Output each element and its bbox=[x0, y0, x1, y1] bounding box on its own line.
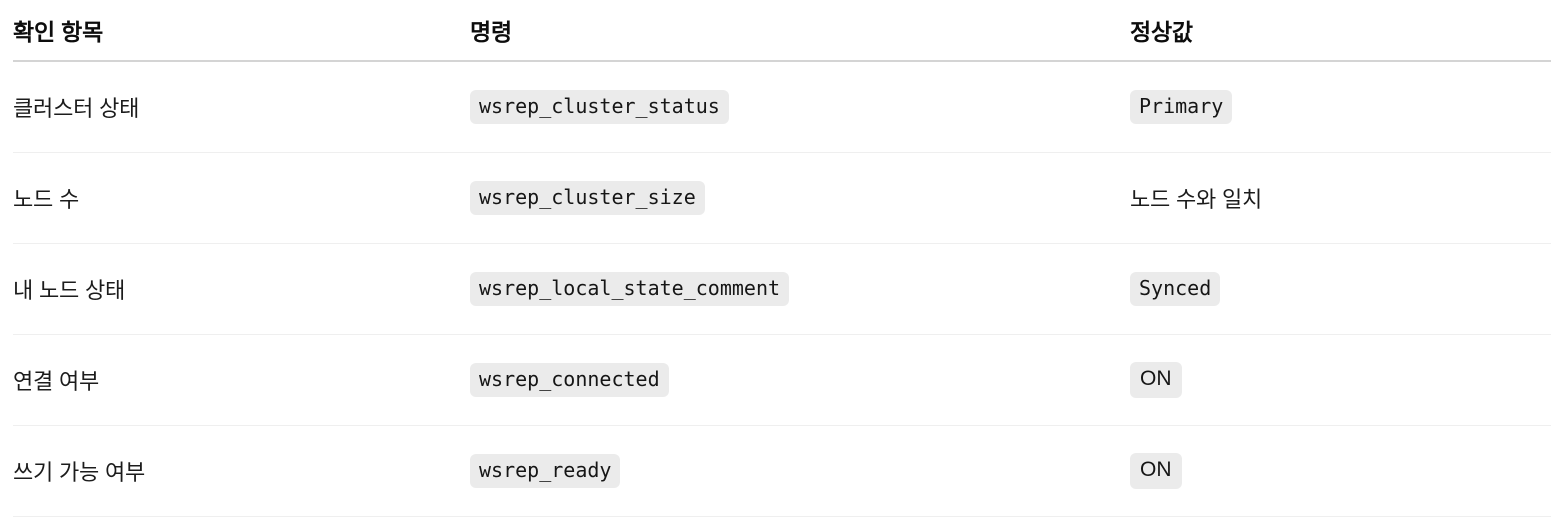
check-item-label: 클러스터 상태 bbox=[13, 96, 140, 121]
normal-value-code-chip: Synced bbox=[1130, 272, 1221, 306]
column-header-command: 명령 bbox=[470, 0, 1130, 62]
table-row: 쓰기 가능 여부 wsrep_ready ON bbox=[13, 425, 1551, 517]
cell-command: wsrep_ready bbox=[470, 425, 1130, 517]
cell-normal-value: ON bbox=[1130, 334, 1551, 426]
cell-check-item: 내 노드 상태 bbox=[13, 243, 470, 335]
column-header-command-label: 명령 bbox=[470, 19, 512, 45]
table-body: 클러스터 상태 wsrep_cluster_status Primary 노드 수 ws… bbox=[13, 61, 1551, 517]
column-header-item-label: 확인 항목 bbox=[13, 19, 104, 45]
command-code-chip: wsrep_connected bbox=[470, 363, 669, 397]
cell-command: wsrep_connected bbox=[470, 334, 1130, 426]
command-code-chip: wsrep_ready bbox=[470, 454, 621, 488]
cell-command: wsrep_cluster_status bbox=[470, 61, 1130, 153]
command-code-chip: wsrep_cluster_size bbox=[470, 181, 705, 215]
header-row: 확인 항목 명령 정상값 bbox=[13, 0, 1551, 62]
cell-command: wsrep_local_state_comment bbox=[470, 243, 1130, 335]
table-row: 노드 수 wsrep_cluster_size 노드 수와 일치 bbox=[13, 152, 1551, 244]
table-row: 연결 여부 wsrep_connected ON bbox=[13, 334, 1551, 426]
normal-value-code-chip: Primary bbox=[1130, 90, 1233, 124]
cell-command: wsrep_cluster_size bbox=[470, 152, 1130, 244]
cell-check-item: 노드 수 bbox=[13, 152, 470, 244]
command-code-chip: wsrep_local_state_comment bbox=[470, 272, 790, 306]
normal-value-text: 노드 수와 일치 bbox=[1130, 187, 1263, 212]
cell-check-item: 연결 여부 bbox=[13, 334, 470, 426]
check-item-label: 노드 수 bbox=[13, 187, 80, 212]
column-header-normal-value: 정상값 bbox=[1130, 0, 1551, 62]
table-row: 클러스터 상태 wsrep_cluster_status Primary bbox=[13, 61, 1551, 153]
cell-check-item: 클러스터 상태 bbox=[13, 61, 470, 153]
cell-normal-value: 노드 수와 일치 bbox=[1130, 152, 1551, 244]
cell-normal-value: Primary bbox=[1130, 61, 1551, 153]
check-item-label: 쓰기 가능 여부 bbox=[13, 460, 146, 485]
cell-normal-value: Synced bbox=[1130, 243, 1551, 335]
table-header: 확인 항목 명령 정상값 bbox=[13, 0, 1551, 62]
cell-check-item: 쓰기 가능 여부 bbox=[13, 425, 470, 517]
table-row: 내 노드 상태 wsrep_local_state_comment Synced bbox=[13, 243, 1551, 335]
command-code-chip: wsrep_cluster_status bbox=[470, 90, 729, 124]
check-item-label: 연결 여부 bbox=[13, 369, 100, 394]
check-item-label: 내 노드 상태 bbox=[13, 278, 126, 303]
cell-normal-value: ON bbox=[1130, 425, 1551, 517]
column-header-normal-value-label: 정상값 bbox=[1130, 19, 1193, 45]
column-header-item: 확인 항목 bbox=[13, 0, 470, 62]
normal-value-code-chip: ON bbox=[1130, 362, 1182, 398]
galera-check-table: 확인 항목 명령 정상값 클러스터 상태 wsrep_cluster_status… bbox=[13, 0, 1551, 517]
normal-value-code-chip: ON bbox=[1130, 453, 1182, 489]
